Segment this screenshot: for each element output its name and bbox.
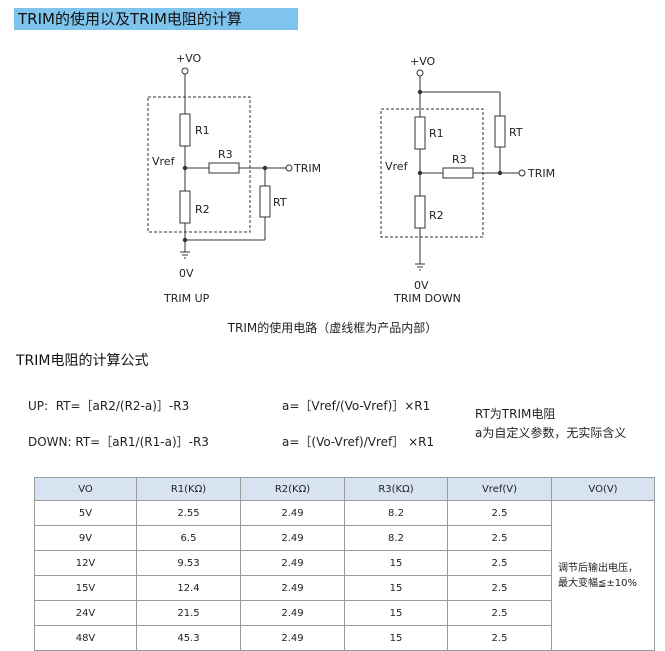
header-r3: R3(KΩ) (344, 477, 448, 501)
note-rt: RT为TRIM电阻 (475, 407, 556, 421)
up-r2-label: R2 (195, 203, 210, 216)
resistor-table: VO R1(KΩ) R2(KΩ) R3(KΩ) Vref(V) VO(V) 5V… (34, 477, 655, 651)
cell-r1: 6.5 (136, 525, 241, 551)
down-r2-resistor (414, 195, 426, 229)
cell-r1: 2.55 (136, 500, 241, 526)
formula-up-a: a=［Vref/(Vo-Vref)］×R1 (282, 399, 431, 413)
table-note-line1: 调节后输出电压， (558, 562, 638, 574)
cell-vo: 48V (34, 625, 137, 651)
formula-up-rt: UP: RT=［aR2/(R2-a)］-R3 (28, 399, 190, 413)
down-r1-resistor (414, 116, 426, 150)
down-rt-label: RT (509, 126, 523, 139)
down-r1-label: R1 (429, 127, 444, 140)
cell-r3: 8.2 (344, 500, 448, 526)
header-r1: R1(KΩ) (136, 477, 241, 501)
down-r2-label: R2 (429, 209, 444, 222)
down-supply-label: +VO (410, 55, 436, 68)
up-rt-label: RT (273, 196, 287, 209)
down-nodes (417, 89, 503, 176)
cell-r2: 2.49 (240, 625, 345, 651)
table-row: 15V 12.4 2.49 15 2.5 (34, 575, 655, 601)
table-row: 5V 2.55 2.49 8.2 2.5 调节后输出电压， 最大变幅≦±10% (34, 500, 655, 651)
cell-r1: 9.53 (136, 550, 241, 576)
cell-r3: 15 (344, 600, 448, 626)
cell-r3: 8.2 (344, 525, 448, 551)
cell-r2: 2.49 (240, 575, 345, 601)
cell-r3: 15 (344, 575, 448, 601)
trim-up-circuit (147, 67, 293, 259)
down-r3-label: R3 (452, 153, 467, 166)
cell-vref: 2.5 (447, 500, 552, 526)
up-vref-label: Vref (152, 155, 176, 168)
cell-vo: 12V (34, 550, 137, 576)
cell-vo: 24V (34, 600, 137, 626)
table-note: 调节后输出电压， 最大变幅≦±10% (551, 500, 655, 651)
down-r3-resistor (442, 167, 474, 179)
down-rt-resistor (494, 115, 506, 148)
up-caption: TRIM UP (163, 292, 210, 305)
down-vref-label: Vref (385, 160, 409, 173)
up-supply-label: +VO (176, 52, 202, 65)
cell-r2: 2.49 (240, 600, 345, 626)
trim-down-circuit (380, 69, 526, 271)
cell-r1: 45.3 (136, 625, 241, 651)
up-labels: +VO R1 Vref R3 TRIM RT R2 0V TRIM UP (152, 52, 321, 305)
cell-vref: 2.5 (447, 525, 552, 551)
note-a: a为自定义参数，无实际含义 (475, 426, 627, 440)
up-r1-resistor (179, 113, 191, 147)
cell-r2: 2.49 (240, 500, 345, 526)
up-ground-label: 0V (179, 267, 194, 280)
cell-vo: 5V (34, 500, 137, 526)
up-r3-resistor (208, 162, 240, 174)
up-product-boundary (147, 96, 251, 233)
down-labels: +VO RT R1 R3 Vref TRIM R2 0V TRIM DOWN (385, 55, 555, 305)
table-row: 24V 21.5 2.49 15 2.5 (34, 600, 655, 626)
cell-vref: 2.5 (447, 575, 552, 601)
table-header-row: VO R1(KΩ) R2(KΩ) R3(KΩ) Vref(V) VO(V) (34, 477, 655, 501)
section-title: TRIM电阻的计算公式 (16, 353, 149, 369)
up-rt-resistor (259, 185, 271, 218)
cell-vref: 2.5 (447, 550, 552, 576)
table-row: 12V 9.53 2.49 15 2.5 (34, 550, 655, 576)
header-r2: R2(KΩ) (240, 477, 345, 501)
page-title: TRIM的使用以及TRIM电阻的计算 (14, 8, 298, 30)
down-trim-label: TRIM (527, 167, 555, 180)
up-nodes (182, 165, 268, 243)
table-note-line2: 最大变幅≦±10% (558, 577, 637, 589)
cell-r1: 21.5 (136, 600, 241, 626)
cell-r2: 2.49 (240, 550, 345, 576)
formula-down-rt: DOWN: RT=［aR1/(R1-a)］-R3 (28, 435, 209, 449)
header-vref: Vref(V) (447, 477, 552, 501)
cell-vo: 9V (34, 525, 137, 551)
circuit-diagrams: +VO R1 Vref R3 TRIM RT R2 0V TRIM UP (147, 52, 555, 305)
cell-vref: 2.5 (447, 600, 552, 626)
up-r2-resistor (179, 190, 191, 224)
cell-vo: 15V (34, 575, 137, 601)
header-vo-v: VO(V) (551, 477, 655, 501)
header-vo: VO (34, 477, 137, 501)
down-ground-label: 0V (414, 279, 429, 292)
cell-r1: 12.4 (136, 575, 241, 601)
cell-r2: 2.49 (240, 525, 345, 551)
figure-caption: TRIM的使用电路（虚线框为产品内部） (227, 321, 438, 335)
cell-r3: 15 (344, 550, 448, 576)
up-r1-label: R1 (195, 124, 210, 137)
cell-r3: 15 (344, 625, 448, 651)
cell-vref: 2.5 (447, 625, 552, 651)
down-caption: TRIM DOWN (393, 292, 461, 305)
up-trim-label: TRIM (293, 162, 321, 175)
up-r3-label: R3 (218, 148, 233, 161)
formula-down-a: a=［(Vo-Vref)/Vref］ ×R1 (282, 435, 435, 449)
